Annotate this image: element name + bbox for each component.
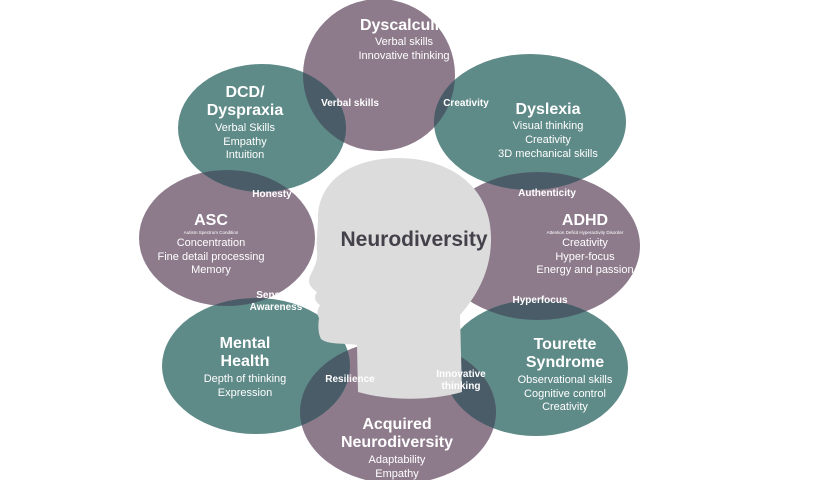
petal-traits: Observational skills Cognitive control C… <box>518 374 613 415</box>
petal-title: Mental Health <box>204 335 287 372</box>
trait-item: Innovative thinking <box>358 50 450 63</box>
petal-traits: Concentration Fine detail processing Mem… <box>157 237 264 278</box>
overlap-label-hyperfocus: Hyperfocus <box>512 295 567 307</box>
head-profile-silhouette <box>308 158 492 399</box>
title-line: ADHD <box>561 212 609 229</box>
overlap-line: Hyperfocus <box>512 295 568 306</box>
overlap-line: Verbal skills <box>321 98 379 109</box>
trait-item: Visual thinking <box>512 120 584 133</box>
trait-item: Depth of thinking <box>203 372 287 385</box>
title-line: ASC <box>194 212 228 229</box>
petal-title: DCD/ Dyspraxia <box>207 84 284 121</box>
petal-asc <box>139 170 315 306</box>
petal-traits: Depth of thinking Expression <box>204 373 287 401</box>
petal-title: Dyscalculia <box>358 17 449 35</box>
overlap-line: Authenticity <box>518 188 576 199</box>
trait-item: Cognitive control <box>524 387 606 400</box>
overlap-line: Sensory <box>256 290 296 301</box>
trait-item: Verbal skills <box>374 36 434 49</box>
trait-item: Fine detail processing <box>157 250 265 263</box>
petal-title: Tourette Syndrome <box>518 336 613 373</box>
trait-item: Memory <box>191 264 231 277</box>
overlap-label-verbal-skills: Verbal skills <box>321 98 379 110</box>
petal-adhd <box>436 172 640 320</box>
petal-title: ASC <box>157 212 264 230</box>
title-line: DCD/ <box>225 84 265 101</box>
overlap-lens-resilience <box>300 340 350 434</box>
trait-item: Creativity <box>525 134 571 147</box>
trait-item: 3D mechanical skills <box>498 147 598 160</box>
petal-label-dyscalculia: Dyscalculia Verbal skills Innovative thi… <box>358 17 449 64</box>
petal-traits: Verbal Skills Empathy Intuition <box>207 122 284 163</box>
center-label: Neurodiversity <box>340 228 488 251</box>
petal-traits: Creativity Hyper-focus Energy and passio… <box>536 237 633 278</box>
title-line: Mental <box>219 335 271 352</box>
title-line: Acquired <box>362 416 432 433</box>
trait-item: Empathy <box>375 467 419 480</box>
overlap-line: Creativity <box>443 98 489 109</box>
title-line: Health <box>220 353 270 371</box>
petal-label-mental-health: Mental Health Depth of thinking Expressi… <box>204 335 287 400</box>
overlap-label-honesty: Honesty <box>252 189 291 201</box>
trait-item: Hyper-focus <box>555 250 615 263</box>
overlap-label-resilience: Resilience <box>325 374 374 386</box>
title-line: Dyspraxia <box>206 102 284 120</box>
trait-item: Concentration <box>176 236 246 249</box>
petal-dyslexia <box>434 54 626 190</box>
petal-subtitle: Attention Deficit Hyperactivity Disorder <box>546 230 624 236</box>
overlap-lens-verbal-skills <box>303 64 346 151</box>
overlap-label-authenticity: Authenticity <box>518 188 576 200</box>
overlap-line: Honesty <box>252 189 292 200</box>
trait-item: Verbal Skills <box>215 121 275 134</box>
overlap-line: Resilience <box>325 374 375 385</box>
trait-item: Empathy <box>223 135 267 148</box>
trait-item: Observational skills <box>517 373 613 386</box>
overlap-label-innovative-thinking: Innovative thinking <box>436 369 485 393</box>
trait-item: Creativity <box>542 401 588 414</box>
petal-label-asc: ASC Autism Spectrum Condition Concentrat… <box>157 212 264 278</box>
petal-label-dyslexia: Dyslexia Visual thinking Creativity 3D m… <box>498 101 598 162</box>
title-line: Tourette <box>533 336 597 353</box>
overlap-label-creativity: Creativity <box>443 98 489 110</box>
trait-item: Intuition <box>225 149 265 162</box>
title-line: Neurodiversity <box>340 434 454 452</box>
title-line: Dyslexia <box>515 101 581 118</box>
trait-item: Expression <box>217 386 273 399</box>
petal-dcd <box>178 64 346 192</box>
trait-item: Creativity <box>562 236 608 249</box>
overlap-line: thinking <box>441 381 481 392</box>
trait-item: Adaptability <box>368 453 426 466</box>
overlap-line: Awareness <box>249 302 303 313</box>
petal-label-adhd: ADHD Attention Deficit Hyperactivity Dis… <box>536 212 633 278</box>
petal-traits: Adaptability Empathy <box>341 454 453 481</box>
trait-item: Energy and passion <box>536 264 634 277</box>
petal-title: Acquired Neurodiversity <box>341 416 453 453</box>
petal-traits: Verbal skills Innovative thinking <box>358 36 449 64</box>
title-line: Dyscalculia <box>359 17 449 34</box>
overlap-label-sensory-awareness: Sensory Awareness <box>250 290 303 314</box>
title-line: Syndrome <box>525 354 605 372</box>
overlap-line: Innovative <box>436 369 486 380</box>
petal-title: ADHD <box>536 212 633 230</box>
petal-traits: Visual thinking Creativity 3D mechanical… <box>498 120 598 161</box>
petal-label-acquired: Acquired Neurodiversity Adaptability Emp… <box>341 416 453 481</box>
petal-subtitle: Autism Spectrum Condition <box>183 230 239 236</box>
petal-label-dcd: DCD/ Dyspraxia Verbal Skills Empathy Int… <box>207 84 284 163</box>
petal-title: Dyslexia <box>498 101 598 119</box>
petal-label-tourette: Tourette Syndrome Observational skills C… <box>518 336 613 415</box>
